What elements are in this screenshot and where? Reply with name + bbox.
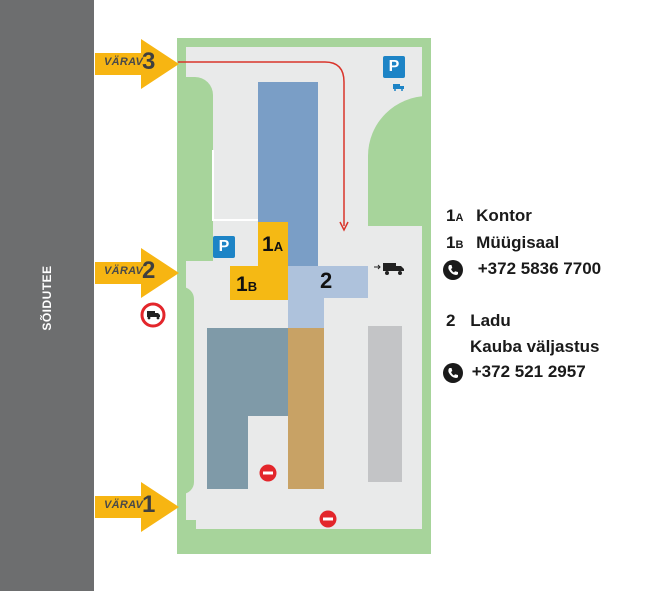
building-2-annex: [288, 266, 368, 298]
no-entry-icon: [259, 464, 277, 482]
building-slate-lower: [207, 416, 248, 489]
building-tan: [288, 328, 324, 489]
building-1a-label: 1A: [262, 233, 284, 256]
building-2: [288, 224, 318, 266]
gate-arrow-icon: [95, 39, 179, 89]
truck-icon: [374, 263, 404, 275]
parking-sign-mid: P: [213, 236, 235, 258]
building-2-lower: [288, 298, 324, 328]
legend-phone-2[interactable]: +372 521 2957: [443, 362, 586, 383]
gate-3-word: VÄRAV: [104, 56, 144, 68]
legend-row-1a: 1A Kontor: [446, 206, 532, 225]
building-slate: [207, 328, 288, 416]
building-1-blue: [258, 82, 318, 224]
legend-row-1b: 1B Müügisaal: [446, 233, 560, 252]
phone-icon: [443, 259, 463, 280]
legend-kontor: Kontor: [476, 206, 532, 225]
phone-number-2: +372 521 2957: [471, 362, 586, 381]
legend-muugisaal: Müügisaal: [476, 233, 560, 252]
legend-ladu: Ladu: [470, 311, 511, 330]
paved-lot-bottom: [196, 494, 422, 529]
parking-sign-top: P: [383, 56, 405, 78]
gate-2-number: 2: [142, 257, 156, 284]
building-2-label: 2: [320, 268, 333, 293]
building-1a: [258, 222, 288, 266]
building-1b: [230, 266, 288, 300]
legend-row-2: 2 Ladu: [446, 311, 511, 330]
gate-2[interactable]: VÄRAV 2: [95, 248, 185, 298]
no-entry-icon: [319, 510, 337, 528]
no-trucks-sign-icon: [140, 302, 166, 328]
gate-3-number: 3: [142, 48, 156, 75]
gate-1-number: 1: [142, 491, 156, 518]
green-island-left-top: [177, 77, 213, 261]
phone-icon: [443, 362, 463, 383]
gate-arrow-icon: [95, 248, 179, 298]
legend-phone-1[interactable]: +372 5836 7700: [443, 259, 601, 280]
phone-number-1: +372 5836 7700: [477, 259, 602, 278]
building-gray: [368, 326, 402, 482]
green-island-left-bottom: [177, 287, 194, 494]
gate-arrow-icon: [95, 482, 179, 532]
legend-row-kauba: Kauba väljastus: [470, 337, 600, 356]
truck-icon: [393, 78, 405, 96]
road: [0, 0, 94, 591]
gate-2-word: VÄRAV: [104, 265, 144, 277]
gate-1-word: VÄRAV: [104, 499, 144, 511]
gate-3[interactable]: VÄRAV 3: [95, 39, 185, 89]
building-1b-label: 1B: [236, 273, 258, 296]
gate-1[interactable]: VÄRAV 1: [95, 482, 185, 532]
